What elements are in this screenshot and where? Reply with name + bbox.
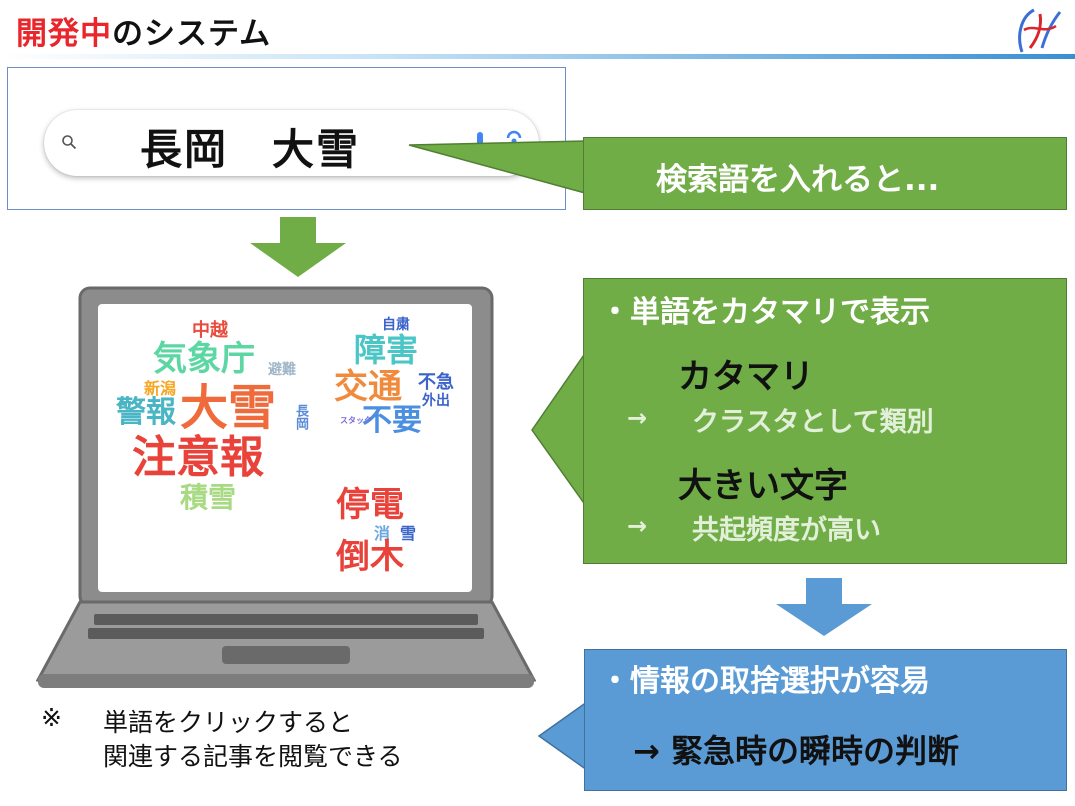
cluster-term-katamari: カタマリ <box>678 357 814 397</box>
word-kesu[interactable]: 消 <box>374 524 391 543</box>
word-fukyu[interactable]: 不急 <box>418 372 454 393</box>
cluster-arrow-2: → <box>627 512 648 540</box>
search-icon[interactable] <box>61 134 77 150</box>
callout-benefit-pointer <box>537 700 589 772</box>
benefit-bullet: ・情報の取捨選択が容易 <box>600 664 930 699</box>
cluster-desc-1: クラスタとして類別 <box>692 407 934 438</box>
search-bar[interactable] <box>44 110 539 176</box>
arrow-down-blue-icon <box>776 578 872 636</box>
benefit-result: → 緊急時の瞬時の判断 <box>633 732 959 770</box>
title-highlight: 開発中 <box>16 16 112 52</box>
word-taisetsu[interactable]: 大雪 <box>180 380 277 436</box>
laptop-screen <box>98 304 472 592</box>
word-gaishutsu[interactable]: 外出 <box>422 393 450 409</box>
callout-search-text: 検索語を入れると... <box>656 162 940 198</box>
word-niigata[interactable]: 新潟 <box>144 379 177 398</box>
word-shogai[interactable]: 障害 <box>354 331 419 369</box>
note-line-2: 関連する記事を閲覧できる <box>103 742 403 771</box>
callout-search-pointer <box>408 140 587 194</box>
word-hinan[interactable]: 避難 <box>268 362 296 378</box>
callout-search <box>583 137 1067 210</box>
word-kishocho[interactable]: 気象庁 <box>153 339 255 379</box>
word-jishuku[interactable]: 自粛 <box>382 317 410 333</box>
callout-cluster <box>583 278 1067 564</box>
cluster-term-large-text: 大きい文字 <box>678 466 848 506</box>
logo-icon <box>1018 8 1062 53</box>
page-title: 開発中のシステム <box>16 8 271 53</box>
cluster-arrow-1: → <box>627 404 648 432</box>
callout-benefit <box>584 649 1067 791</box>
word-chuetsu[interactable]: 中越 <box>192 320 228 341</box>
word-sekisetsu[interactable]: 積雪 <box>180 481 237 514</box>
word-fuyo[interactable]: 不要 <box>362 403 422 438</box>
arrow-down-green-icon <box>250 217 346 277</box>
note-line-1: 単語をクリックすると <box>103 708 354 737</box>
word-chuiho[interactable]: 注意報 <box>132 432 264 483</box>
cluster-desc-2: 共起頻度が高い <box>692 515 881 546</box>
search-input[interactable]: 長岡 大雪 <box>140 125 361 174</box>
word-kotsu[interactable]: 交通 <box>334 367 402 407</box>
word-toboku[interactable]: 倒木 <box>336 537 404 577</box>
title-rest: のシステム <box>112 16 272 52</box>
note-mark: ※ <box>41 703 62 732</box>
title-underline <box>0 54 1075 59</box>
cluster-bullet: ・単語をカタマリで表示 <box>600 295 930 330</box>
callout-cluster-pointer <box>531 350 588 508</box>
word-keiho[interactable]: 警報 <box>116 395 176 430</box>
word-yuki[interactable]: 雪 <box>400 524 417 543</box>
word-stack[interactable]: スタック <box>340 416 372 425</box>
word-teiden[interactable]: 停電 <box>336 485 404 525</box>
word-nagaoka[interactable]: 長岡 <box>293 404 308 430</box>
